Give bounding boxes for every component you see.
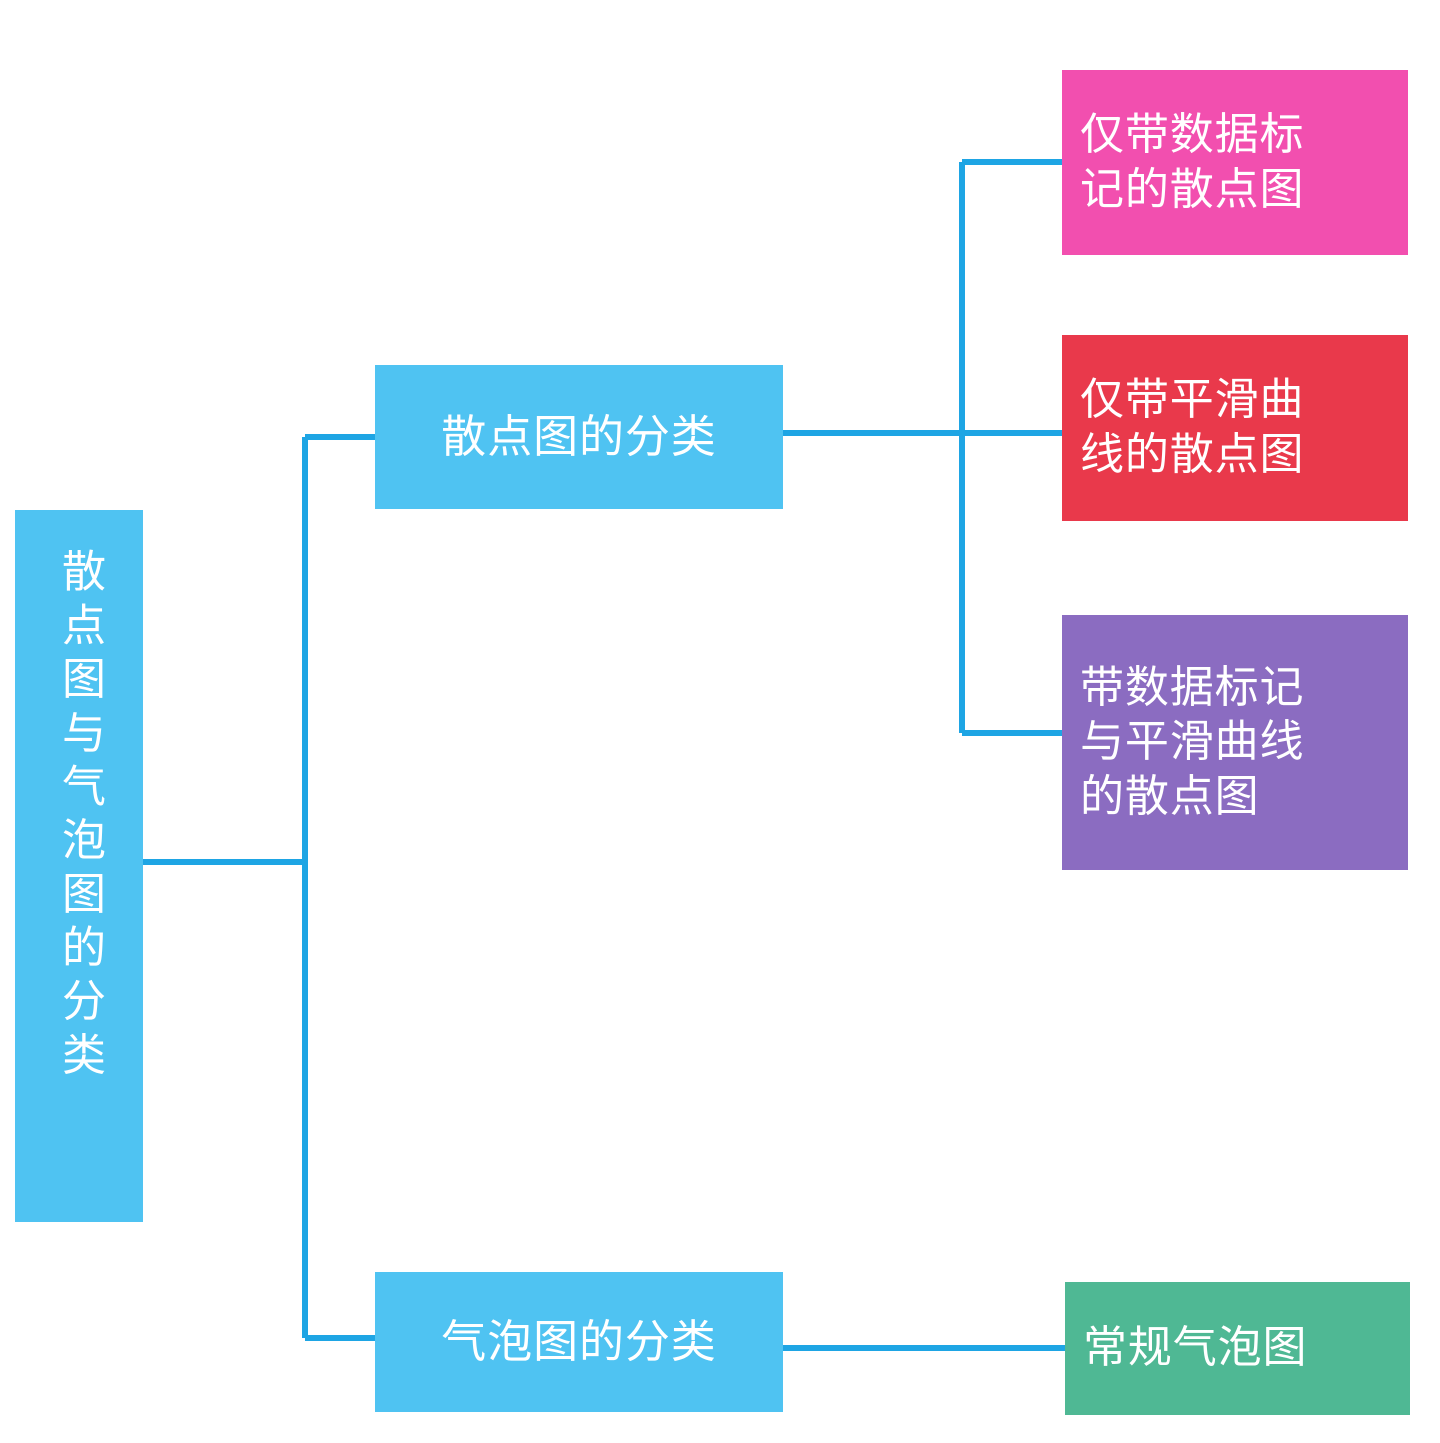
leaf-node-regular-bubble[interactable]: 常规气泡图 — [1065, 1282, 1410, 1415]
branch-node-scatter-label: 散点图的分类 — [441, 411, 717, 463]
branch-node-bubble-label: 气泡图的分类 — [441, 1316, 717, 1368]
leaf-node-marker-only[interactable]: 仅带数据标 记的散点图 — [1062, 70, 1408, 255]
leaf-node-smooth-only-label: 仅带平滑曲 线的散点图 — [1080, 375, 1305, 479]
root-node[interactable]: 散点图与气泡图的分类 — [15, 510, 143, 1222]
branch-node-bubble[interactable]: 气泡图的分类 — [375, 1272, 783, 1412]
root-node-label: 散点图与气泡图的分类 — [55, 548, 104, 1085]
leaf-node-smooth-only[interactable]: 仅带平滑曲 线的散点图 — [1062, 335, 1408, 521]
leaf-node-marker-smooth-label: 带数据标记 与平滑曲线 的散点图 — [1080, 662, 1305, 821]
branch-node-scatter[interactable]: 散点图的分类 — [375, 365, 783, 509]
leaf-node-marker-smooth[interactable]: 带数据标记 与平滑曲线 的散点图 — [1062, 615, 1408, 870]
leaf-node-marker-only-label: 仅带数据标 记的散点图 — [1080, 109, 1305, 214]
leaf-node-regular-bubble-label: 常规气泡图 — [1083, 1323, 1308, 1373]
